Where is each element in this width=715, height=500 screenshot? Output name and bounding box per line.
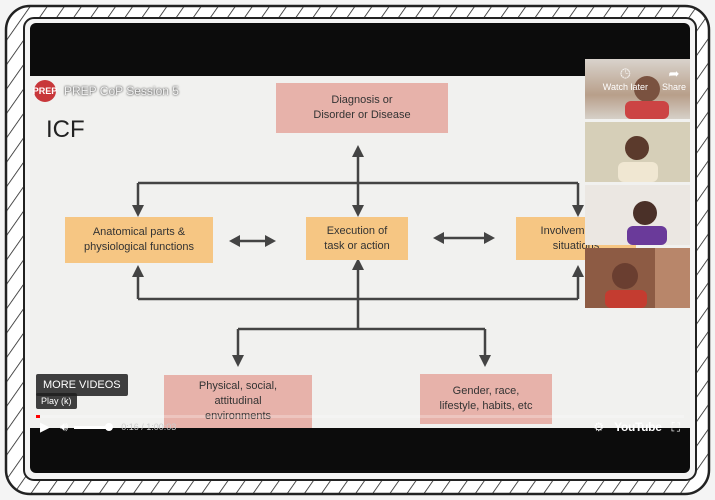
progress-bar[interactable] xyxy=(36,415,684,418)
watch-later-label: Watch later xyxy=(602,82,648,92)
video-title[interactable]: PREP CoP Session 5 xyxy=(64,84,179,98)
progress-fill xyxy=(36,415,40,418)
player-controls: ▶ 🔊︎ 0:16 / 1:00:03 ⚙ YouTube ⛶ xyxy=(30,419,690,435)
diagram-arrows xyxy=(132,145,584,367)
volume-icon[interactable]: 🔊︎ xyxy=(60,419,69,434)
clock-icon: 🕒︎ xyxy=(620,66,631,81)
play-tooltip: Play (k) xyxy=(36,393,77,409)
box-environment: Physical, social, attitudinal environmen… xyxy=(164,375,312,428)
fullscreen-exit-icon[interactable]: ⛶ xyxy=(671,419,680,434)
box-diagnosis: Diagnosis or Disorder or Disease xyxy=(276,83,448,133)
volume-slider[interactable] xyxy=(74,422,114,431)
share-icon: ➦ xyxy=(668,66,680,81)
box-anatomical: Anatomical parts & physiological functio… xyxy=(65,217,213,263)
more-videos-button[interactable]: MORE VIDEOS xyxy=(36,374,128,396)
settings-icon[interactable]: ⚙ xyxy=(593,420,605,434)
youtube-logo[interactable]: YouTube xyxy=(614,420,662,434)
play-icon[interactable]: ▶ xyxy=(40,419,50,434)
youtube-top-actions: 🕒︎ Watch later ➦ Share xyxy=(603,66,686,92)
participant-webcams xyxy=(585,59,690,311)
volume-knob[interactable] xyxy=(105,422,114,431)
share-label: Share xyxy=(661,82,686,92)
channel-logo[interactable]: PREP xyxy=(33,80,57,102)
participant-video-1 xyxy=(585,59,690,119)
box-execution: Execution of task or action xyxy=(306,217,408,260)
share-button[interactable]: ➦ Share xyxy=(662,66,686,92)
participant-video-4 xyxy=(585,248,690,308)
video-player[interactable]: ICF xyxy=(30,23,690,473)
watch-later-button[interactable]: 🕒︎ Watch later xyxy=(603,66,648,92)
participant-video-2 xyxy=(585,122,690,182)
slide-heading: ICF xyxy=(46,116,85,143)
participant-video-3 xyxy=(585,185,690,245)
presentation-slide: ICF xyxy=(30,76,690,428)
video-title-bar: PREP PREP CoP Session 5 xyxy=(30,76,590,106)
timecode: 0:16 / 1:00:03 xyxy=(121,422,177,432)
box-personal-factors: Gender, race, lifestyle, habits, etc xyxy=(420,374,552,424)
